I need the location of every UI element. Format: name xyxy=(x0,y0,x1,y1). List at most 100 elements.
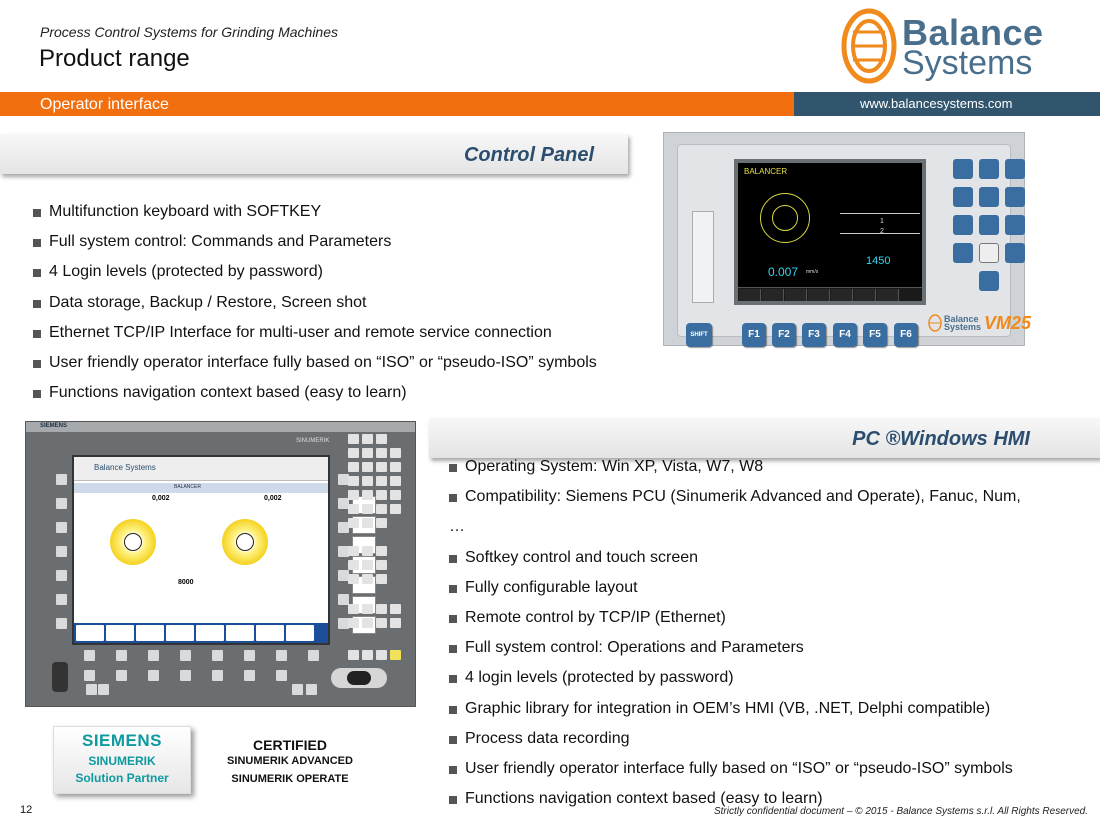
arrow-left-key[interactable] xyxy=(953,243,973,263)
softkey-button[interactable] xyxy=(136,625,164,641)
bottom-key[interactable] xyxy=(276,650,287,661)
bottom-key[interactable] xyxy=(84,650,95,661)
bottom-key[interactable] xyxy=(276,670,287,681)
keypad-key[interactable] xyxy=(390,618,401,628)
bottom-key[interactable] xyxy=(148,670,159,681)
softkey-button[interactable] xyxy=(286,625,314,641)
keypad-key[interactable] xyxy=(390,448,401,458)
side-key[interactable] xyxy=(338,570,349,581)
softkey-button[interactable] xyxy=(106,625,134,641)
keypad-key[interactable] xyxy=(376,434,387,444)
softkey-icon[interactable] xyxy=(808,289,830,301)
bottom-key[interactable] xyxy=(292,684,303,695)
keypad-key[interactable] xyxy=(376,618,387,628)
keypad-key[interactable] xyxy=(376,560,387,570)
f5-key[interactable]: F5 xyxy=(863,323,887,347)
keypad-key[interactable] xyxy=(362,560,373,570)
keypad-key[interactable] xyxy=(390,650,401,660)
side-key[interactable] xyxy=(338,498,349,509)
keypad-key[interactable] xyxy=(1005,159,1025,179)
keypad-key[interactable] xyxy=(376,476,387,486)
bottom-key[interactable] xyxy=(212,650,223,661)
softkey-button[interactable] xyxy=(196,625,224,641)
keypad-key[interactable] xyxy=(376,604,387,614)
bottom-key[interactable] xyxy=(244,650,255,661)
bottom-key[interactable] xyxy=(116,650,127,661)
keypad-key[interactable] xyxy=(348,650,359,660)
softkey-icon[interactable] xyxy=(877,289,899,301)
keypad-key[interactable] xyxy=(376,448,387,458)
softkey-button[interactable] xyxy=(166,625,194,641)
keypad-key[interactable] xyxy=(348,504,359,514)
keypad-key[interactable] xyxy=(1005,215,1025,235)
keypad-key[interactable] xyxy=(953,159,973,179)
side-key[interactable] xyxy=(56,546,67,557)
bottom-key[interactable] xyxy=(98,684,109,695)
bottom-key[interactable] xyxy=(212,670,223,681)
keypad-key[interactable] xyxy=(390,490,401,500)
softkey-button[interactable] xyxy=(76,625,104,641)
bottom-key[interactable] xyxy=(148,650,159,661)
bottom-key[interactable] xyxy=(306,684,317,695)
softkey-button[interactable] xyxy=(256,625,284,641)
keypad-key[interactable] xyxy=(376,462,387,472)
keypad-key[interactable] xyxy=(348,604,359,614)
keypad-key[interactable] xyxy=(390,604,401,614)
softkey-icon[interactable] xyxy=(854,289,876,301)
side-key[interactable] xyxy=(338,618,349,629)
keypad-key[interactable] xyxy=(362,476,373,486)
keypad-key[interactable] xyxy=(362,546,373,556)
side-key[interactable] xyxy=(56,522,67,533)
keypad-key[interactable] xyxy=(348,434,359,444)
keypad-key[interactable] xyxy=(348,462,359,472)
side-key[interactable] xyxy=(56,570,67,581)
keypad-key[interactable] xyxy=(390,504,401,514)
side-key[interactable] xyxy=(56,618,67,629)
keypad-key[interactable] xyxy=(362,504,373,514)
bottom-key[interactable] xyxy=(244,670,255,681)
keypad-key[interactable] xyxy=(362,518,373,528)
keypad-key[interactable] xyxy=(979,159,999,179)
keypad-key[interactable] xyxy=(376,574,387,584)
f4-key[interactable]: F4 xyxy=(833,323,857,347)
minus-key[interactable] xyxy=(953,187,973,207)
keypad-key[interactable] xyxy=(362,574,373,584)
softkey-button[interactable] xyxy=(226,625,254,641)
bottom-key[interactable] xyxy=(116,670,127,681)
keypad-key[interactable] xyxy=(376,504,387,514)
keypad-key[interactable] xyxy=(348,546,359,556)
keypad-key[interactable] xyxy=(376,518,387,528)
side-key[interactable] xyxy=(56,594,67,605)
side-key[interactable] xyxy=(56,474,67,485)
keypad-key[interactable] xyxy=(348,574,359,584)
arrow-down-key[interactable] xyxy=(979,271,999,291)
keypad-key[interactable] xyxy=(348,448,359,458)
softkey-icon[interactable] xyxy=(785,289,807,301)
softkey-icon[interactable] xyxy=(739,289,761,301)
keypad-key[interactable] xyxy=(362,490,373,500)
f6-key[interactable]: F6 xyxy=(894,323,918,347)
arrow-right-key[interactable] xyxy=(1005,243,1025,263)
f3-key[interactable]: F3 xyxy=(802,323,826,347)
keypad-key[interactable] xyxy=(1005,187,1025,207)
keypad-key[interactable] xyxy=(390,462,401,472)
softkey-icon[interactable] xyxy=(762,289,784,301)
keypad-key[interactable] xyxy=(348,618,359,628)
feed-override-knob[interactable] xyxy=(331,668,387,688)
keypad-key[interactable] xyxy=(348,476,359,486)
side-key[interactable] xyxy=(338,546,349,557)
side-key[interactable] xyxy=(56,498,67,509)
softkey-icon[interactable] xyxy=(831,289,853,301)
side-key[interactable] xyxy=(338,522,349,533)
keypad-key[interactable] xyxy=(376,650,387,660)
website-link[interactable]: www.balancesystems.com xyxy=(860,96,1013,111)
keypad-key[interactable] xyxy=(362,650,373,660)
keypad-key[interactable] xyxy=(362,448,373,458)
keypad-key[interactable] xyxy=(362,462,373,472)
keypad-key[interactable] xyxy=(390,476,401,486)
keypad-key[interactable] xyxy=(362,618,373,628)
side-key[interactable] xyxy=(338,594,349,605)
bottom-key[interactable] xyxy=(308,650,319,661)
keypad-key[interactable] xyxy=(348,490,359,500)
enter-key[interactable] xyxy=(979,243,999,263)
